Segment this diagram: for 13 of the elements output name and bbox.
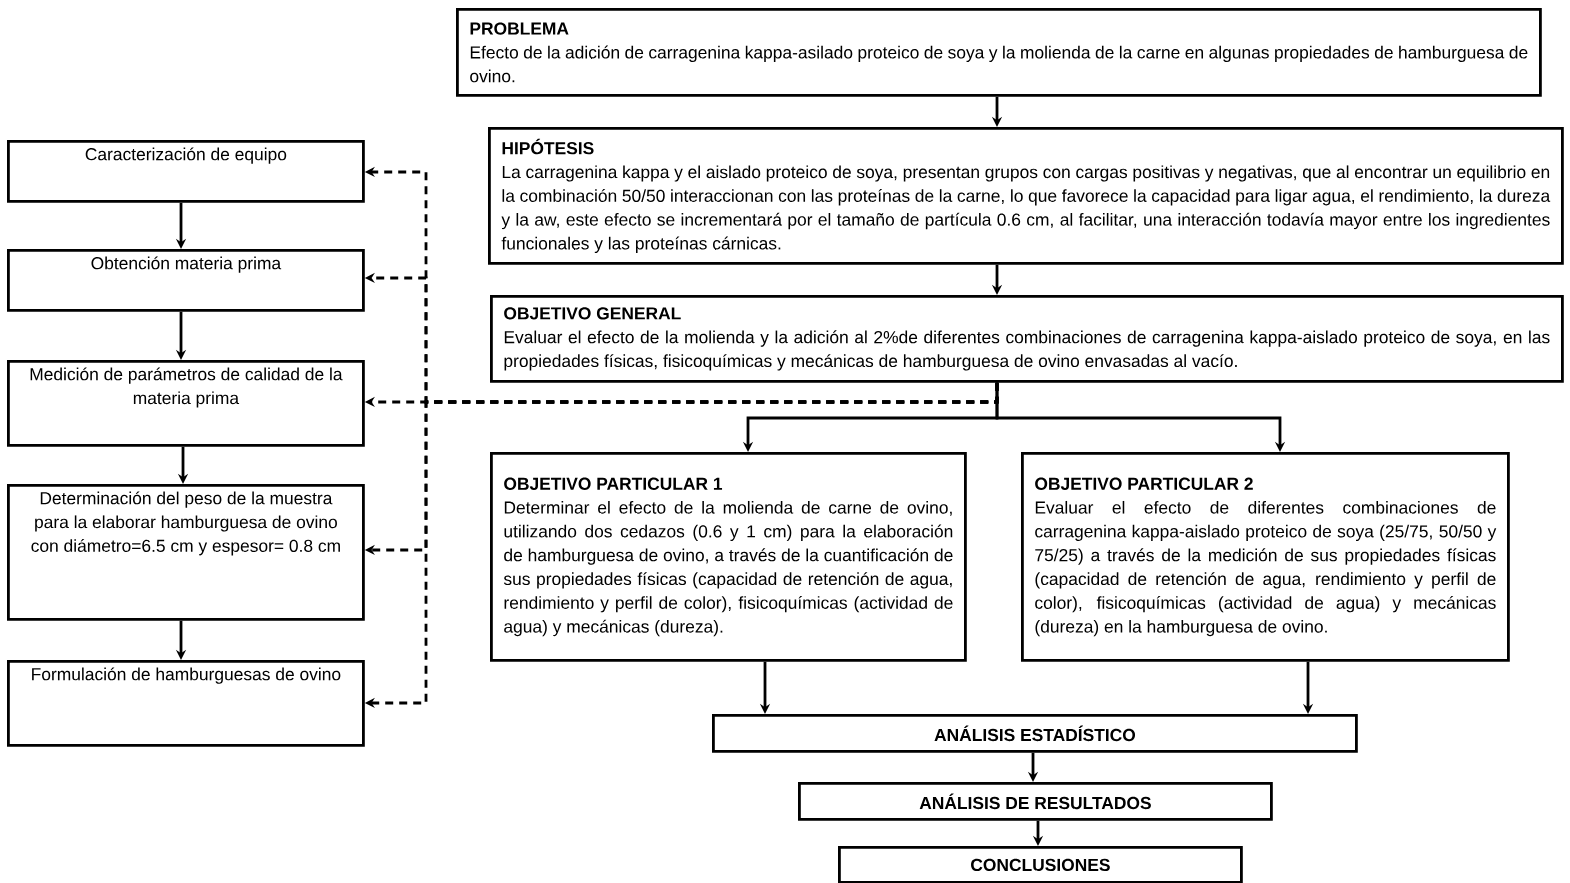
- process-box: ANÁLISIS DE RESULTADOS: [798, 782, 1273, 821]
- step-box: Determinación del peso de la muestra para la elaborar hamburguesa de ovino con diámetro=6.5 cm y espesor= 0.8 cm: [7, 484, 365, 621]
- text-box: OBJETIVO GENERAL Evaluar el efecto de la molienda y la adición al 2%de diferentes combinaciones de carragenina kappa-aislado proteico de soya, en las propiedades físicas, fisicoquímicas y mecánicas de hamburguesa de ovino envasadas al vacío.: [490, 295, 1564, 383]
- step-box: Medición de parámetros de calidad de la materia prima: [7, 360, 365, 447]
- process-box: ANÁLISIS ESTADÍSTICO: [712, 714, 1358, 753]
- text-box: OBJETIVO PARTICULAR 2 Evaluar el efecto de diferentes combinaciones de carragenina kappa-aislado proteico de soya (25/75, 50/50 y 75/25) a través de la medición de sus propiedades físicas (capacidad de retención de agua, rendimiento y perfil de color), fisicoquímicas (actividad de agua) y mecánicas (dureza) en la hamburguesa de ovino.: [1021, 452, 1510, 662]
- process-box: CONCLUSIONES: [838, 846, 1243, 883]
- step-box: Obtención materia prima: [7, 249, 365, 312]
- step-box: Formulación de hamburguesas de ovino: [7, 660, 365, 747]
- step-box: Caracterización de equipo: [7, 140, 365, 203]
- text-box: OBJETIVO PARTICULAR 1 Determinar el efecto de la molienda de carne de ovino, utilizando dos cedazos (0.6 y 1 cm) para la elaboración de hamburguesa de ovino, a través de la cuantificación de sus propiedades físicas (capacidad de retención de agua, rendimiento y perfil de color), fisicoquímicas (actividad de agua) y mecánicas (dureza).: [490, 452, 967, 662]
- text-box: PROBLEMA Efecto de la adición de carragenina kappa-asilado proteico de soya y la molienda de la carne en algunas propiedades de hamburguesa de ovino.: [456, 8, 1542, 97]
- text-box: HIPÓTESIS La carragenina kappa y el aislado proteico de soya, presentan grupos con cargas positivas y negativas, que al encontrar un equilibrio en la combinación 50/50 interaccionan con las proteínas de la carne, lo que favorece la capacidad para ligar agua, el rendimiento, la dureza y la aw, este efecto se incrementará por el tamaño de partícula 0.6 cm, al facilitar, una interacción todavía mayor entre los ingredientes funcionales y las proteínas cárnicas.: [488, 127, 1564, 265]
